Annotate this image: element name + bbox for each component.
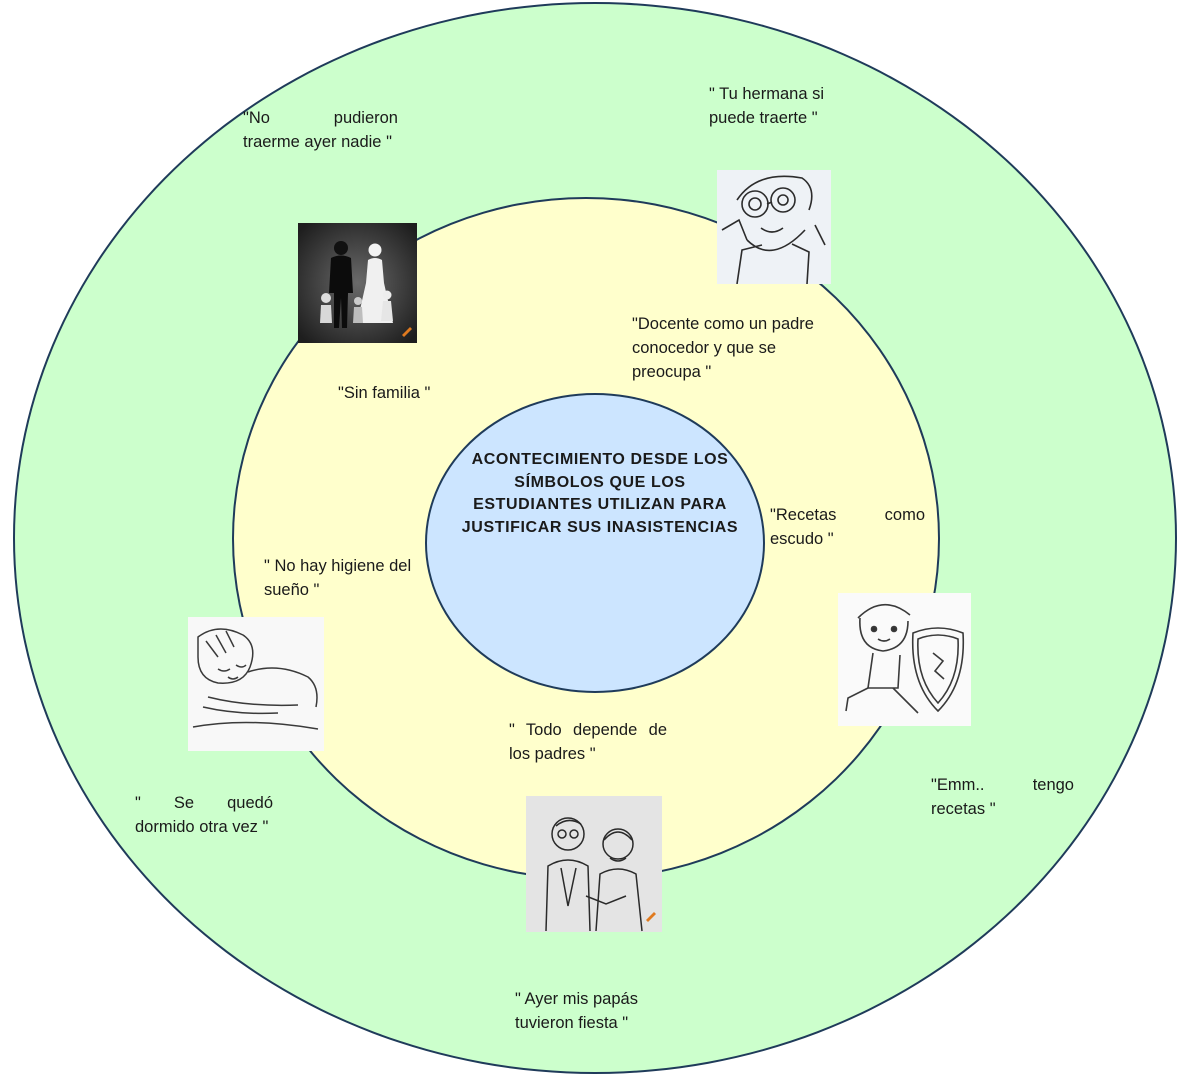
quote-tu-hermana: " Tu hermana si puede traerte " [709,85,824,127]
quote-higiene-sueno: " No hay higiene del sueño " [264,557,412,599]
core-title: ACONTECIMIENTO DESDE LOS SÍMBOLOS QUE LO… [461,451,739,536]
elderly-couple-icon [526,796,662,932]
family-silhouette-icon [298,223,417,343]
quote-ayer-fiesta: " Ayer mis papás tuvieron fiesta " [515,990,638,1032]
quote-recetas-escudo: "Recetas como escudo " [770,506,925,548]
quote-se-quedo-dormido: " Se quedó dormido otra vez " [135,794,273,836]
quote-sin-familia: "Sin familia " [338,384,431,402]
sleeping-child-icon [188,617,324,751]
quote-emm-recetas: "Emm.. tengo recetas " [931,776,1074,818]
quote-no-pudieron: "No pudieron traerme ayer nadie " [243,109,398,151]
quote-docente: "Docente como un padre conocedor y que s… [632,315,814,381]
binoculars-person-icon [717,170,831,284]
quote-todo-depende: " Todo depende de los padres " [509,721,667,763]
boy-with-shield-icon [838,593,971,726]
core-circle [425,393,765,693]
